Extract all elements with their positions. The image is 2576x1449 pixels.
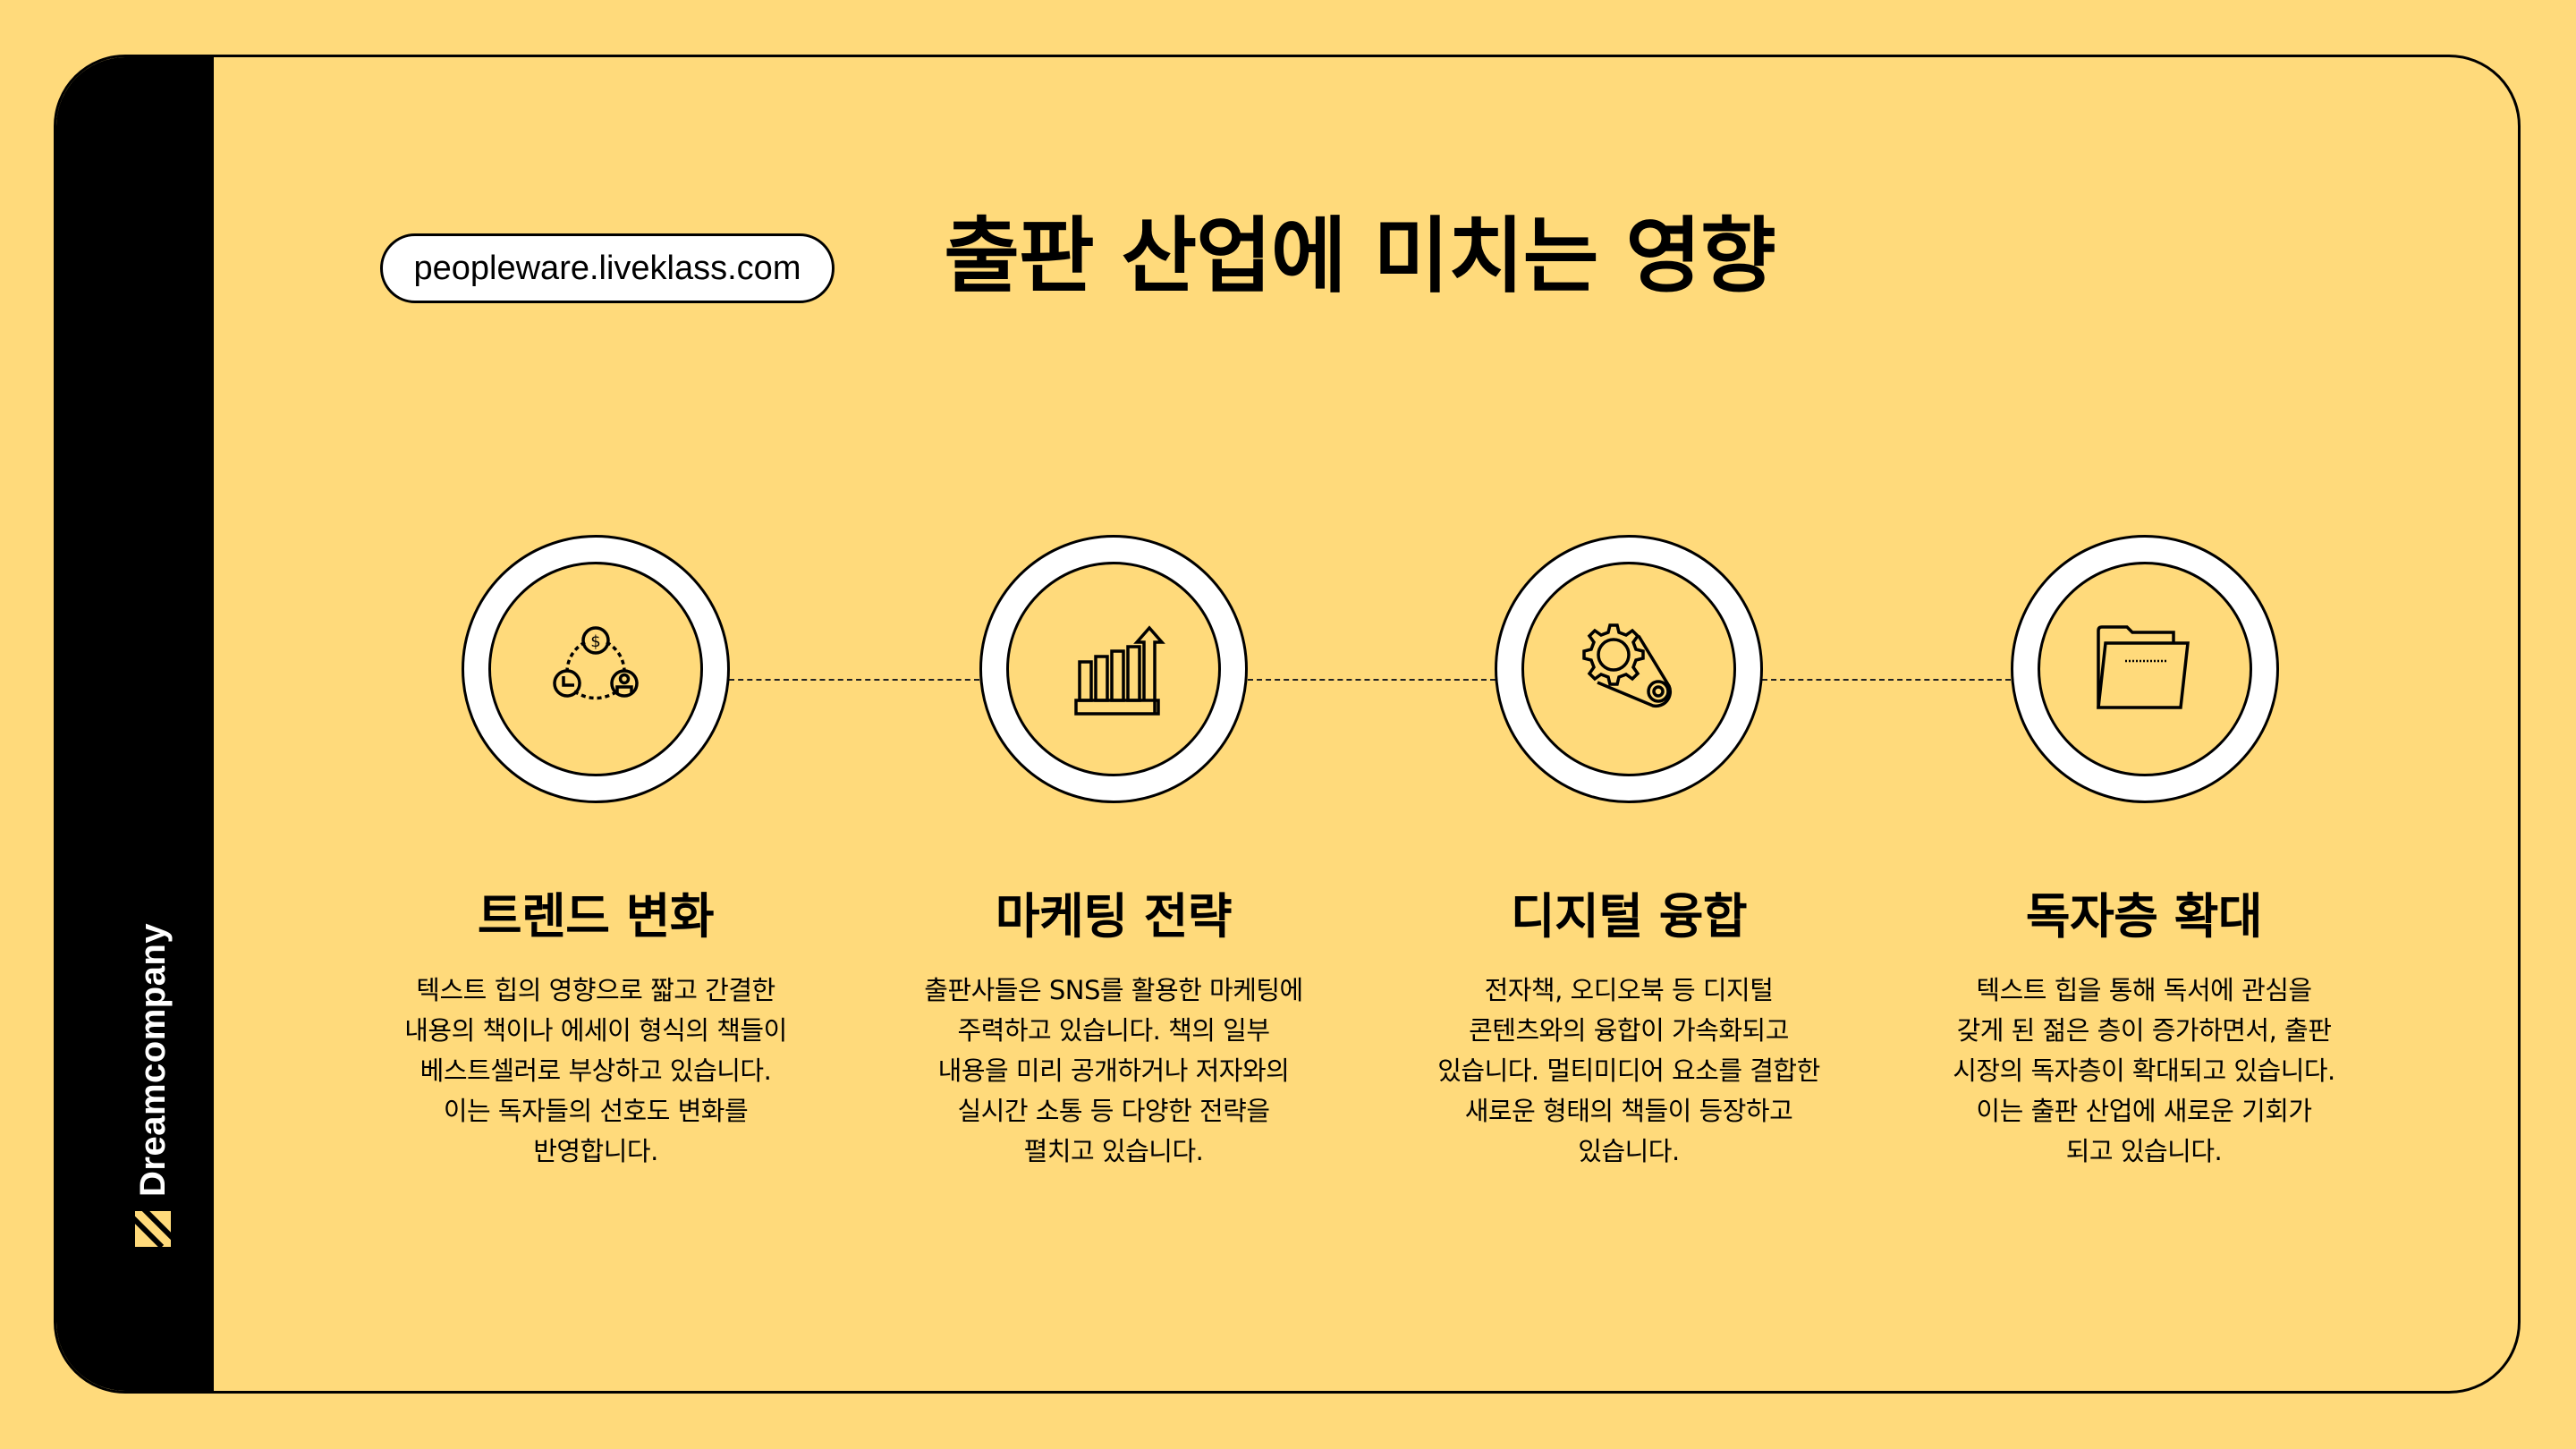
body-line: 반영합니다. — [533, 1136, 658, 1166]
icon-ring-inner — [2038, 562, 2252, 776]
growth-bar-chart-icon — [1074, 625, 1165, 716]
icon-ring — [1495, 535, 1763, 803]
body-line: 새로운 형태의 책들이 등장하고 — [1464, 1096, 1793, 1126]
item-body: 텍스트 힙을 통해 독서에 관심을 갖게 된 젊은 층이 증가하면서, 출판 시… — [1911, 970, 2377, 1172]
svg-text:$: $ — [590, 632, 600, 651]
page-title: 출판 산업에 미치는 영향 — [944, 208, 1776, 304]
sidebar: Dreamcompany — [56, 57, 214, 1391]
icon-ring-inner: $ — [488, 562, 703, 776]
body-line: 콘텐츠와의 융합이 가속화되고 — [1469, 1015, 1789, 1046]
item-readership: 독자층 확대 텍스트 힙을 통해 독서에 관심을 갖게 된 젊은 층이 증가하면… — [1911, 881, 2377, 1172]
item-title: 독자층 확대 — [2025, 888, 2263, 945]
item-title: 트렌드 변화 — [477, 888, 715, 945]
body-line: 텍스트 힙의 영향으로 짧고 간결한 — [416, 975, 775, 1005]
body-line: 갖게 된 젊은 층이 증가하면서, 출판 — [1956, 1015, 2332, 1046]
icon-ring — [2011, 535, 2279, 803]
body-line: 되고 있습니다. — [2065, 1136, 2223, 1166]
brand-name: Dreamcompany — [133, 922, 173, 1197]
body-line: 전자책, 오디오북 등 디지털 — [1484, 975, 1774, 1005]
body-line: 있습니다. 멀티미디어 요소를 결합한 — [1437, 1055, 1820, 1086]
striped-square-logo-icon — [135, 1211, 171, 1247]
icon-ring — [979, 535, 1248, 803]
body-line: 내용의 책이나 에세이 형식의 책들이 — [404, 1015, 787, 1046]
body-line: 시장의 독자층이 확대되고 있습니다. — [1953, 1055, 2335, 1086]
body-line: 내용을 미리 공개하거나 저자와의 — [937, 1055, 1290, 1086]
body-line: 있습니다. — [1578, 1136, 1680, 1166]
icon-ring: $ — [462, 535, 730, 803]
url-link[interactable]: peopleware.liveklass.com — [380, 233, 835, 303]
connector-line — [1248, 679, 1496, 681]
gears-icon — [1582, 623, 1673, 708]
connector-line — [1762, 679, 2011, 681]
body-line: 텍스트 힙을 통해 독서에 관심을 — [1976, 975, 2312, 1005]
body-line: 이는 출판 산업에 새로운 기회가 — [1976, 1096, 2312, 1126]
item-marketing: 마케팅 전략 출판사들은 SNS를 활용한 마케팅에 주력하고 있습니다. 책의… — [881, 881, 1346, 1172]
item-trend: 트렌드 변화 텍스트 힙의 영향으로 짧고 간결한 내용의 책이나 에세이 형식… — [363, 881, 828, 1172]
item-title: 디지털 융합 — [1510, 888, 1748, 945]
body-line: 이는 독자들의 선호도 변화를 — [443, 1096, 749, 1126]
brand: Dreamcompany — [133, 922, 173, 1247]
item-digital: 디지털 융합 전자책, 오디오북 등 디지털 콘텐츠와의 융합이 가속화되고 있… — [1396, 881, 1861, 1172]
body-line: 펼치고 있습니다. — [1023, 1136, 1204, 1166]
item-body: 출판사들은 SNS를 활용한 마케팅에 주력하고 있습니다. 책의 일부 내용을… — [881, 970, 1346, 1172]
body-line: 출판사들은 SNS를 활용한 마케팅에 — [924, 975, 1303, 1005]
body-line: 베스트셀러로 부상하고 있습니다. — [419, 1055, 772, 1086]
body-line: 실시간 소통 등 다양한 전략을 — [957, 1096, 1270, 1126]
icon-ring-inner — [1521, 562, 1736, 776]
connector-line — [729, 679, 979, 681]
item-body: 텍스트 힙의 영향으로 짧고 간결한 내용의 책이나 에세이 형식의 책들이 베… — [363, 970, 828, 1172]
money-time-user-cycle-icon: $ — [553, 626, 639, 700]
icon-ring-inner — [1006, 562, 1221, 776]
item-body: 전자책, 오디오북 등 디지털 콘텐츠와의 융합이 가속화되고 있습니다. 멀티… — [1396, 970, 1861, 1172]
body-line: 주력하고 있습니다. 책의 일부 — [957, 1015, 1270, 1046]
item-title: 마케팅 전략 — [995, 888, 1233, 945]
url-text: peopleware.liveklass.com — [413, 249, 801, 287]
folder-icon — [2097, 625, 2190, 709]
